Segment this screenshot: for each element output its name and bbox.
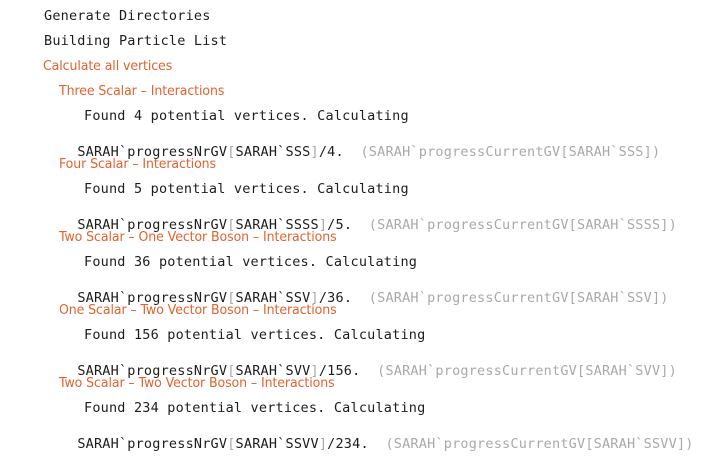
close-bracket-icon: ] xyxy=(318,435,328,452)
status-line-building-particle-list: Building Particle List xyxy=(44,33,228,49)
close-bracket-icon: ] xyxy=(676,435,686,452)
terminator-punctuation: . xyxy=(352,362,361,379)
current-symbol: SARAH`progressCurrentGV xyxy=(393,435,586,452)
close-paren-icon: ) xyxy=(660,289,669,306)
open-bracket-icon: [ xyxy=(585,435,594,452)
progress-expression-line: SARAH`progressNrGV[SARAH`SSS]/4. (SARAH`… xyxy=(44,132,660,173)
output-console: Generate Directories Building Particle L… xyxy=(43,8,694,451)
found-vertices-line: Found 36 potential vertices. Calculating xyxy=(84,254,418,270)
vertex-count: 234 xyxy=(335,435,361,452)
open-paren-icon: ( xyxy=(368,216,378,233)
close-paren-icon: ) xyxy=(651,143,661,160)
progress-index: SARAH`SSS xyxy=(235,143,311,160)
current-index: SARAH`SVV xyxy=(585,362,661,379)
divider-icon: / xyxy=(327,435,336,452)
section-heading-one-scalar-two-vector-boson: One Scalar – Two Vector Boson – Interact… xyxy=(59,302,337,318)
terminator-punctuation: . xyxy=(343,289,353,306)
close-paren-icon: ) xyxy=(668,216,677,233)
found-vertices-line: Found 156 potential vertices. Calculatin… xyxy=(84,327,426,343)
found-vertices-line: Found 4 potential vertices. Calculating xyxy=(84,108,409,124)
close-bracket-icon: ] xyxy=(660,216,669,233)
open-bracket-icon: [ xyxy=(560,143,569,160)
divider-icon: / xyxy=(318,362,328,379)
current-index: SARAH`SSSS xyxy=(577,216,661,233)
vertex-count: 156 xyxy=(327,362,353,379)
section-heading-three-scalar: Three Scalar – Interactions xyxy=(59,83,225,99)
close-paren-icon: ) xyxy=(685,435,694,452)
section-heading-calculate-all-vertices: Calculate all vertices xyxy=(43,58,173,74)
vertex-count: 36 xyxy=(327,289,344,306)
close-bracket-icon: ] xyxy=(651,289,661,306)
divider-icon: / xyxy=(318,289,328,306)
open-paren-icon: ( xyxy=(385,435,394,452)
progress-symbol: SARAH`progressNrGV xyxy=(77,216,228,233)
found-vertices-line: Found 5 potential vertices. Calculating xyxy=(84,181,409,197)
terminator-punctuation: . xyxy=(360,435,369,452)
progress-expression-line: SARAH`progressNrGV[SARAH`SSVV]/234. (SAR… xyxy=(44,424,694,465)
open-bracket-icon: [ xyxy=(227,362,236,379)
open-bracket-icon: [ xyxy=(568,289,577,306)
current-index: SARAH`SSV xyxy=(577,289,652,306)
current-index: SARAH`SSVV xyxy=(593,435,677,452)
open-paren-icon: ( xyxy=(368,289,378,306)
close-bracket-icon: ] xyxy=(318,216,328,233)
open-paren-icon: ( xyxy=(360,143,369,160)
progress-index: SARAH`SSSS xyxy=(235,216,319,233)
open-bracket-icon: [ xyxy=(227,143,236,160)
current-index: SARAH`SSS xyxy=(568,143,644,160)
close-bracket-icon: ] xyxy=(310,362,319,379)
vertex-count: 5 xyxy=(335,216,344,233)
open-bracket-icon: [ xyxy=(227,435,236,452)
status-line-generate-directories: Generate Directories xyxy=(44,8,211,24)
terminator-punctuation: . xyxy=(335,143,344,160)
progress-expression-line: SARAH`progressNrGV[SARAH`SSV]/36. (SARAH… xyxy=(44,278,669,319)
open-bracket-icon: [ xyxy=(568,216,577,233)
progress-index: SARAH`SVV xyxy=(235,362,311,379)
close-paren-icon: ) xyxy=(668,362,677,379)
current-symbol: SARAH`progressCurrentGV xyxy=(377,289,569,306)
open-bracket-icon: [ xyxy=(227,216,236,233)
progress-symbol: SARAH`progressNrGV xyxy=(77,362,228,379)
terminator-punctuation: . xyxy=(343,216,353,233)
close-bracket-icon: ] xyxy=(660,362,669,379)
open-bracket-icon: [ xyxy=(577,362,586,379)
close-bracket-icon: ] xyxy=(310,143,319,160)
divider-icon: / xyxy=(327,216,336,233)
progress-expression-line: SARAH`progressNrGV[SARAH`SSSS]/5. (SARAH… xyxy=(44,205,677,246)
current-symbol: SARAH`progressCurrentGV xyxy=(368,143,561,160)
progress-symbol: SARAH`progressNrGV xyxy=(77,435,228,452)
progress-symbol: SARAH`progressNrGV xyxy=(77,289,228,306)
progress-symbol: SARAH`progressNrGV xyxy=(77,143,228,160)
divider-icon: / xyxy=(318,143,328,160)
current-symbol: SARAH`progressCurrentGV xyxy=(377,216,569,233)
section-heading-four-scalar: Four Scalar – Interactions xyxy=(59,156,216,172)
progress-index: SARAH`SSVV xyxy=(235,435,319,452)
found-vertices-line: Found 234 potential vertices. Calculatin… xyxy=(84,400,426,416)
close-bracket-icon: ] xyxy=(310,289,319,306)
vertex-count: 4 xyxy=(327,143,336,160)
current-symbol: SARAH`progressCurrentGV xyxy=(385,362,577,379)
open-paren-icon: ( xyxy=(377,362,386,379)
progress-expression-line: SARAH`progressNrGV[SARAH`SVV]/156. (SARA… xyxy=(44,351,677,392)
section-heading-two-scalar-one-vector-boson: Two Scalar – One Vector Boson – Interact… xyxy=(59,229,337,245)
progress-index: SARAH`SSV xyxy=(235,289,311,306)
close-bracket-icon: ] xyxy=(643,143,652,160)
section-heading-two-scalar-two-vector-boson: Two Scalar – Two Vector Boson – Interact… xyxy=(59,375,335,391)
open-bracket-icon: [ xyxy=(227,289,236,306)
